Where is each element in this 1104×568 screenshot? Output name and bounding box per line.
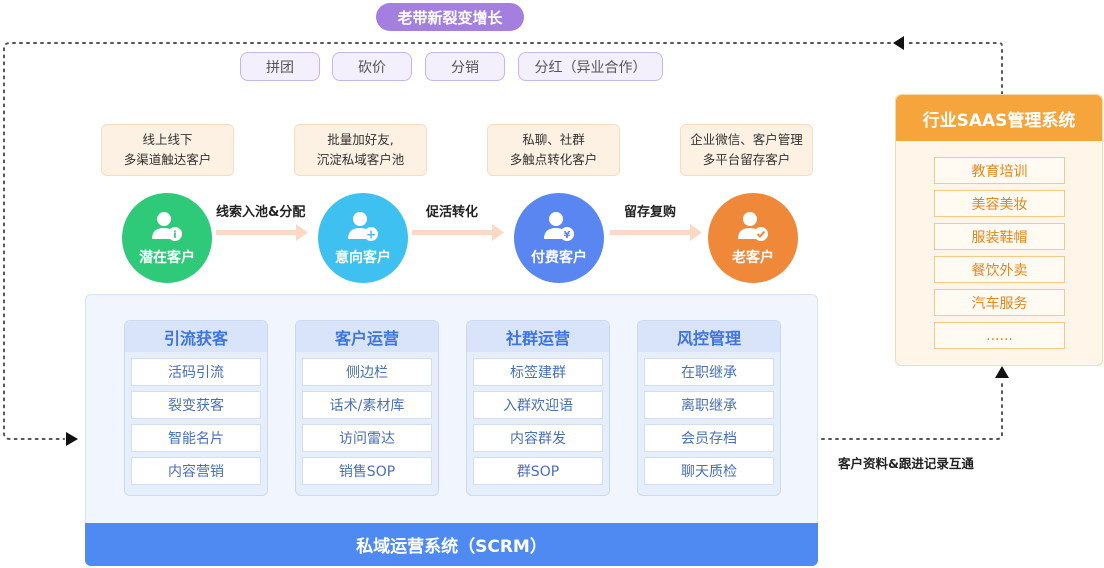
top-title: 老带新裂变增长 [376,3,524,31]
module-customer-ops: 客户运营 侧边栏 话术/素材库 访问雷达 销售SOP [295,320,439,496]
transition-arrow-3 [610,224,702,241]
module-item: 内容营销 [131,457,261,485]
description-line: 多平台留存客户 [702,152,791,167]
description-line: 私聊、社群 [522,132,585,147]
tag-pill: 分销 [425,52,505,81]
transition-label: 线索入池&分配 [216,205,306,220]
module-item: 销售SOP [302,457,432,485]
saas-item: 美容美妆 [934,190,1065,217]
stage-description: 批量加好友, 沉淀私域客户池 [294,124,427,176]
module-item: 访问雷达 [302,424,432,452]
user-add-icon: + [346,209,380,243]
description-line: 多渠道触达客户 [123,152,212,167]
user-payment-icon: ¥ [542,209,576,243]
saas-item: 服装鞋帽 [934,223,1065,250]
user-info-icon: i [150,209,184,243]
module-item: 在职继承 [644,358,774,386]
saas-item: ...... [934,322,1065,349]
stage-intent-customer: + 意向客户 [318,193,408,283]
tag-pill: 砍价 [332,52,412,81]
module-title: 引流获客 [125,321,267,352]
stage-description: 线上线下 多渠道触达客户 [101,124,234,176]
saas-item: 汽车服务 [934,289,1065,316]
stage-potential-customer: i 潜在客户 [122,193,212,283]
tag-pill: 拼团 [240,52,320,81]
stage-label: 老客户 [732,250,774,266]
arrow-head-up [995,366,1009,378]
saas-item: 教育培训 [934,157,1065,184]
description-line: 多触点转化客户 [509,152,598,167]
user-check-icon [736,209,770,243]
scrm-title: 私域运营系统（SCRM） [85,523,818,566]
module-item: 聊天质检 [644,457,774,485]
stage-label: 潜在客户 [139,250,195,266]
module-title: 客户运营 [296,321,438,352]
module-item: 离职继承 [644,391,774,419]
arrow-head-left [893,36,904,50]
description-line: 沉淀私域客户池 [316,152,405,167]
saas-title: 行业SAAS管理系统 [896,95,1102,141]
module-item: 内容群发 [473,424,603,452]
module-item: 话术/素材库 [302,391,432,419]
module-item: 侧边栏 [302,358,432,386]
description-line: 企业微信、客户管理 [690,132,803,147]
stage-returning-customer: 老客户 [708,193,798,283]
description-line: 批量加好友, [327,132,394,147]
stage-description: 私聊、社群 多触点转化客户 [487,124,620,176]
svg-text:¥: ¥ [564,230,571,241]
transition-arrow-2 [412,224,504,241]
module-item: 智能名片 [131,424,261,452]
description-line: 线上线下 [142,132,193,147]
module-community-ops: 社群运营 标签建群 入群欢迎语 内容群发 群SOP [466,320,610,496]
stage-label: 付费客户 [531,250,587,266]
saas-item: 餐饮外卖 [934,256,1065,283]
module-title: 社群运营 [467,321,609,352]
module-item: 裂变获客 [131,391,261,419]
module-risk-control: 风控管理 在职继承 离职继承 会员存档 聊天质检 [637,320,781,496]
tag-pill: 分红（异业合作） [518,52,663,81]
svg-text:+: + [366,228,376,242]
transition-arrow-1 [216,224,308,241]
transition-label: 促活转化 [426,205,479,220]
module-item: 会员存档 [644,424,774,452]
module-item: 标签建群 [473,358,603,386]
module-item: 活码引流 [131,358,261,386]
sync-note: 客户资料&跟进记录互通 [838,456,974,471]
module-traffic-acquisition: 引流获客 活码引流 裂变获客 智能名片 内容营销 [124,320,268,496]
stage-label: 意向客户 [335,250,391,266]
module-item: 入群欢迎语 [473,391,603,419]
saas-panel: 行业SAAS管理系统 教育培训 美容美妆 服装鞋帽 餐饮外卖 汽车服务 ....… [895,94,1103,366]
stage-paying-customer: ¥ 付费客户 [514,193,604,283]
module-item: 群SOP [473,457,603,485]
svg-text:i: i [173,230,176,241]
module-title: 风控管理 [638,321,780,352]
stage-description: 企业微信、客户管理 多平台留存客户 [680,124,813,176]
transition-label: 留存复购 [624,205,677,220]
arrow-head-right [66,432,78,446]
